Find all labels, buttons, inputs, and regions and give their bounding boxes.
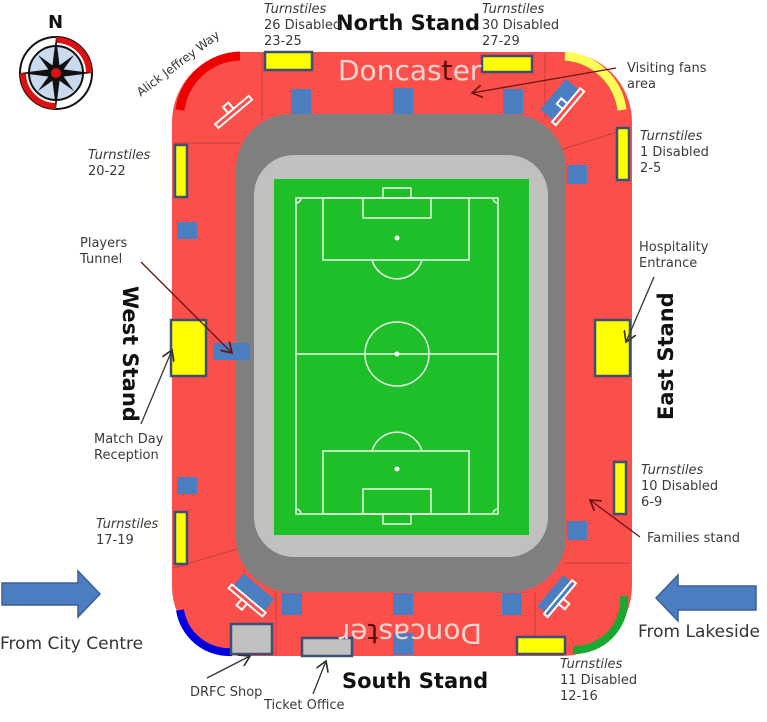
hospitality-entrance-label: Hospitality Entrance	[639, 240, 708, 272]
leader-visiting-fans	[472, 67, 617, 93]
leader-players-tunnel	[140, 261, 232, 353]
turnstiles-label-north-left: Turnstiles 26 Disabled 23-25	[264, 2, 341, 50]
turnstiles-line: 2-5	[640, 161, 662, 176]
turnstiles-label-north-right: Turnstiles 30 Disabled 27-29	[482, 2, 559, 50]
vomitory-blocks	[177, 88, 587, 655]
annotation-line: Tunnel	[80, 252, 123, 267]
annotation-line: Hospitality	[639, 240, 709, 255]
turnstiles-line: 26 Disabled	[264, 18, 342, 33]
branding-prefix: Doncas	[378, 617, 482, 650]
visiting-fans-label: Visiting fans area	[627, 61, 707, 93]
turnstiles-title: Turnstiles	[560, 657, 623, 672]
south-branding: Doncaster	[339, 617, 482, 650]
corner-arc-southwest	[176, 609, 233, 657]
turnstiles-label-east-bottom: Turnstiles 10 Disabled 6-9	[641, 463, 718, 511]
turnstiles-line: 6-9	[641, 495, 663, 510]
branding-prefix: Doncas	[338, 54, 442, 87]
turnstiles-title: Turnstiles	[482, 2, 545, 17]
branding-suffix: er	[452, 54, 482, 87]
leader-families	[590, 500, 641, 538]
annotation-line: Families stand	[647, 531, 740, 546]
north-branding: Doncaster	[338, 54, 481, 87]
annotation-line: DRFC Shop	[190, 685, 263, 700]
annotation-line: Match Day	[94, 432, 164, 447]
families-stand-label: Families stand	[647, 531, 740, 547]
leader-hospitality	[626, 276, 655, 342]
from-city-centre-label: From City Centre	[0, 634, 144, 654]
corner-platform-southeast	[537, 575, 578, 619]
penalty-spot-south	[394, 466, 400, 472]
turnstiles-label-east-top: Turnstiles 1 Disabled 2-5	[640, 129, 709, 177]
corner-platform-northwest	[213, 94, 254, 130]
leader-drfc-shop	[206, 656, 250, 679]
turnstiles-title: Turnstiles	[96, 517, 159, 532]
corner-platform-northeast	[540, 78, 586, 127]
west-stand-label: West Stand	[118, 286, 142, 422]
turnstiles-line: 1 Disabled	[640, 145, 709, 160]
corner-arc-northwest	[175, 51, 241, 111]
match-day-reception-block	[169, 318, 208, 378]
corner-arc-northeast	[564, 51, 627, 111]
turnstiles-line: 27-29	[482, 34, 520, 49]
leader-ticket-office	[312, 661, 326, 695]
players-tunnel-label: Players Tunnel	[80, 236, 127, 268]
branding-highlight: t	[441, 54, 453, 87]
turnstiles-line: 17-19	[96, 533, 134, 548]
annotation-line: Players	[80, 236, 128, 251]
branding-highlight: t	[367, 617, 379, 650]
turnstiles-line: 12-16	[560, 689, 598, 704]
turnstiles-title: Turnstiles	[264, 2, 327, 17]
arrow-left-icon	[654, 573, 757, 623]
annotation-line: Entrance	[639, 256, 698, 271]
match-day-reception-label: Match Day Reception	[94, 432, 163, 464]
corner-arc-southeast	[572, 595, 629, 655]
turnstiles-line: 20-22	[88, 164, 126, 179]
leader-match-day	[140, 350, 172, 425]
ticket-office-block	[300, 636, 354, 658]
east-stand-label: East Stand	[654, 292, 678, 420]
turnstiles-title: Turnstiles	[88, 148, 151, 163]
pitch	[274, 179, 529, 535]
turnstiles-line: 23-25	[264, 34, 302, 49]
drfc-shop-label: DRFC Shop	[190, 685, 262, 701]
compass-north-label: N	[48, 12, 64, 33]
turnstiles-label-west-bottom: Turnstiles 17-19	[96, 517, 158, 549]
turnstiles-line: 30 Disabled	[482, 18, 560, 33]
turnstiles-label-west-top: Turnstiles 20-22	[88, 148, 150, 180]
pitch-markings	[295, 187, 499, 525]
compass-rose-icon	[19, 36, 93, 110]
annotation-line: Reception	[94, 448, 159, 463]
arrow-right-icon	[1, 569, 102, 619]
south-stand-label: South Stand	[342, 669, 489, 693]
turnstiles-label-south-right: Turnstiles 11 Disabled 12-16	[560, 657, 637, 705]
hospitality-entrance-block	[593, 318, 632, 378]
from-lakeside-label: From Lakeside	[638, 622, 760, 642]
turnstiles-line: 11 Disabled	[560, 673, 638, 688]
centre-spot	[394, 351, 400, 357]
penalty-spot-north	[394, 235, 400, 241]
drfc-shop-block	[229, 622, 274, 656]
north-stand-label: North Stand	[336, 11, 480, 35]
annotation-line: Ticket Office	[264, 698, 345, 713]
turnstile-blocks	[173, 50, 631, 656]
annotation-line: area	[627, 77, 656, 92]
annotation-line: Visiting fans	[627, 61, 707, 76]
ticket-office-label: Ticket Office	[264, 698, 345, 714]
corner-platform-southwest	[227, 573, 275, 618]
turnstiles-line: 10 Disabled	[641, 479, 719, 494]
branding-suffix: er	[338, 617, 368, 650]
turnstiles-title: Turnstiles	[640, 129, 703, 144]
turnstiles-title: Turnstiles	[641, 463, 704, 478]
